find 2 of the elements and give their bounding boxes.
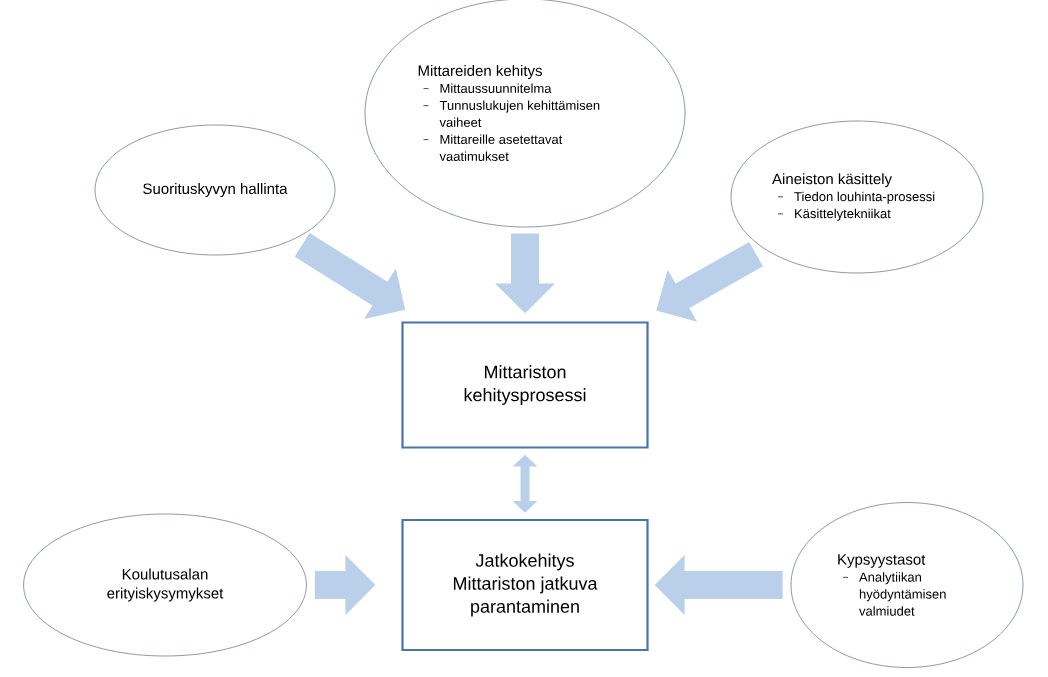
- process-box: Jatkokehitys Mittariston jatkuva parantaminen: [401, 518, 649, 652]
- process-box: Mittariston kehitysprosessi: [401, 321, 649, 449]
